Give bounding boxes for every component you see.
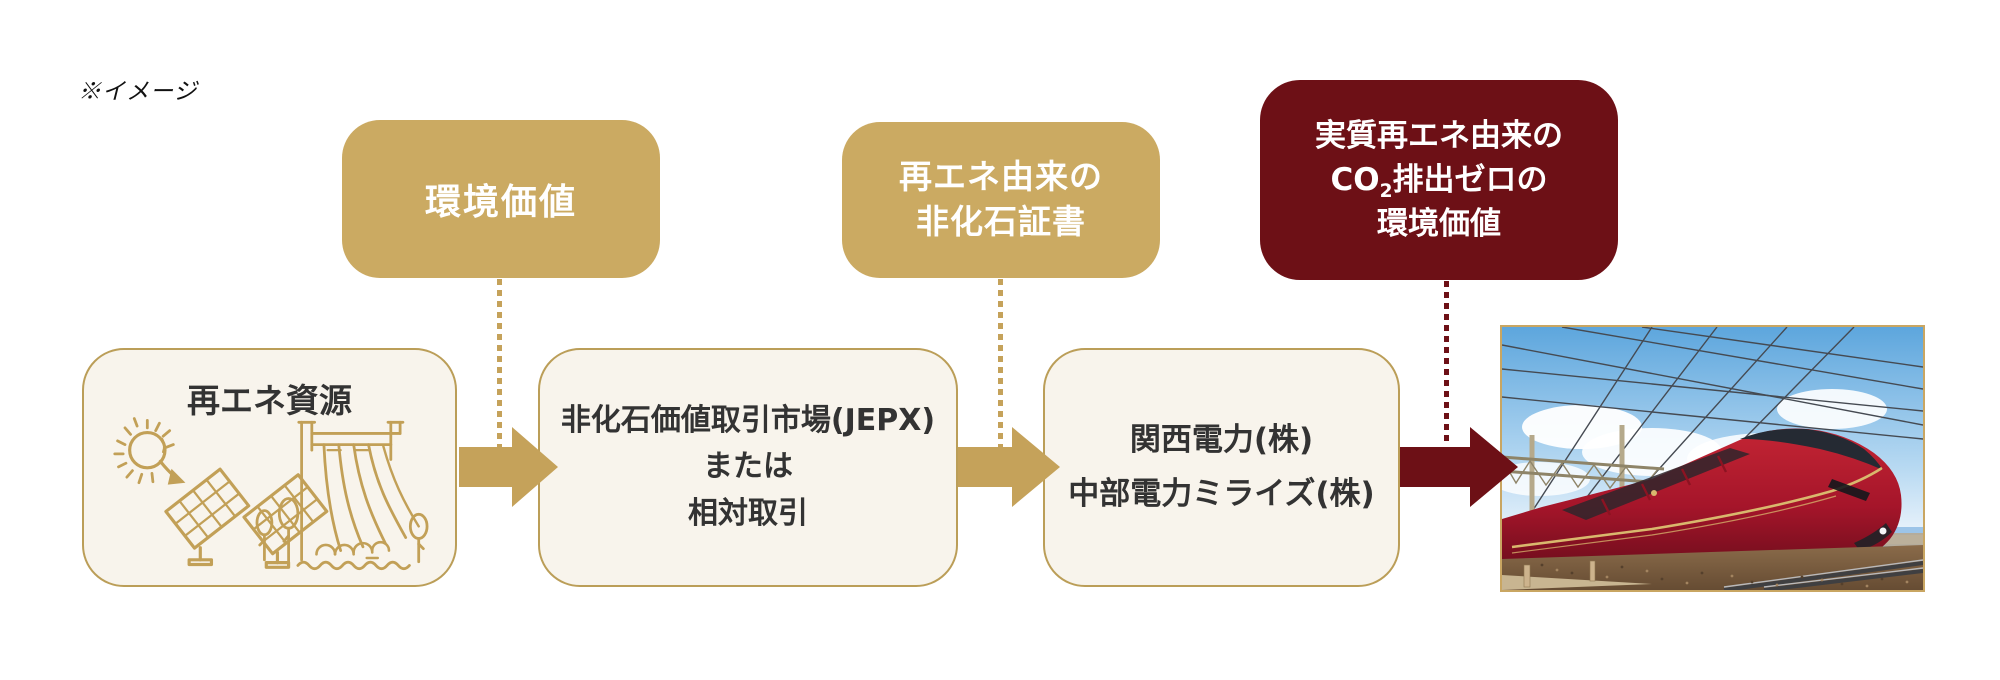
renewables-illustration xyxy=(113,417,429,571)
zero-co2-line-2: CO2排出ゼロの xyxy=(1330,161,1548,203)
certificate-line-1: 再エネ由来の xyxy=(899,157,1103,197)
market-line-1: 非化石価値取引市場(JEPX) xyxy=(560,402,936,438)
arrow-gold-2-icon xyxy=(958,427,1060,507)
renewable-source-title: 再エネ資源 xyxy=(187,381,352,420)
certificate-line-2: 非化石証書 xyxy=(916,202,1086,241)
market-line-2: または xyxy=(703,449,793,485)
dotted-connector-certificate xyxy=(998,279,1003,447)
sun-icon xyxy=(113,417,175,485)
dotted-connector-env xyxy=(497,279,502,447)
zero-co2-line-3: 環境価値 xyxy=(1377,206,1501,242)
dotted-connector-zero-co2 xyxy=(1444,281,1449,445)
utilities-line-2: 中部電力ミライズ(株) xyxy=(1068,475,1375,512)
utilities-box: 関西電力(株) 中部電力ミライズ(株) xyxy=(1043,348,1400,587)
zero-co2-line-1: 実質再エネ由来の xyxy=(1315,117,1563,154)
env-value-label: 環境価値 xyxy=(424,182,577,223)
down-right-arrow-icon xyxy=(158,459,186,485)
train-illustration xyxy=(1502,327,1923,590)
arrow-gold-1-icon xyxy=(459,427,558,507)
hydro-dam-icon xyxy=(297,420,420,562)
co2-subscript: 2 xyxy=(1379,181,1393,203)
water-wave-icon xyxy=(296,560,411,571)
env-value-box: 環境価値 xyxy=(342,120,660,278)
arrow-red-icon xyxy=(1400,427,1518,507)
renewable-source-box: 再エネ資源 xyxy=(82,348,457,587)
train-photo xyxy=(1500,325,1925,592)
trees-icon xyxy=(255,497,429,564)
image-note: ※イメージ xyxy=(78,79,198,105)
market-line-3: 相対取引 xyxy=(688,495,808,531)
utilities-line-1: 関西電力(株) xyxy=(1129,422,1314,459)
certificate-box: 再エネ由来の 非化石証書 xyxy=(842,122,1160,278)
zero-co2-box: 実質再エネ由来の CO2排出ゼロの 環境価値 xyxy=(1260,80,1618,280)
market-box: 非化石価値取引市場(JEPX) または 相対取引 xyxy=(538,348,958,587)
solar-panels-icon xyxy=(164,467,329,569)
